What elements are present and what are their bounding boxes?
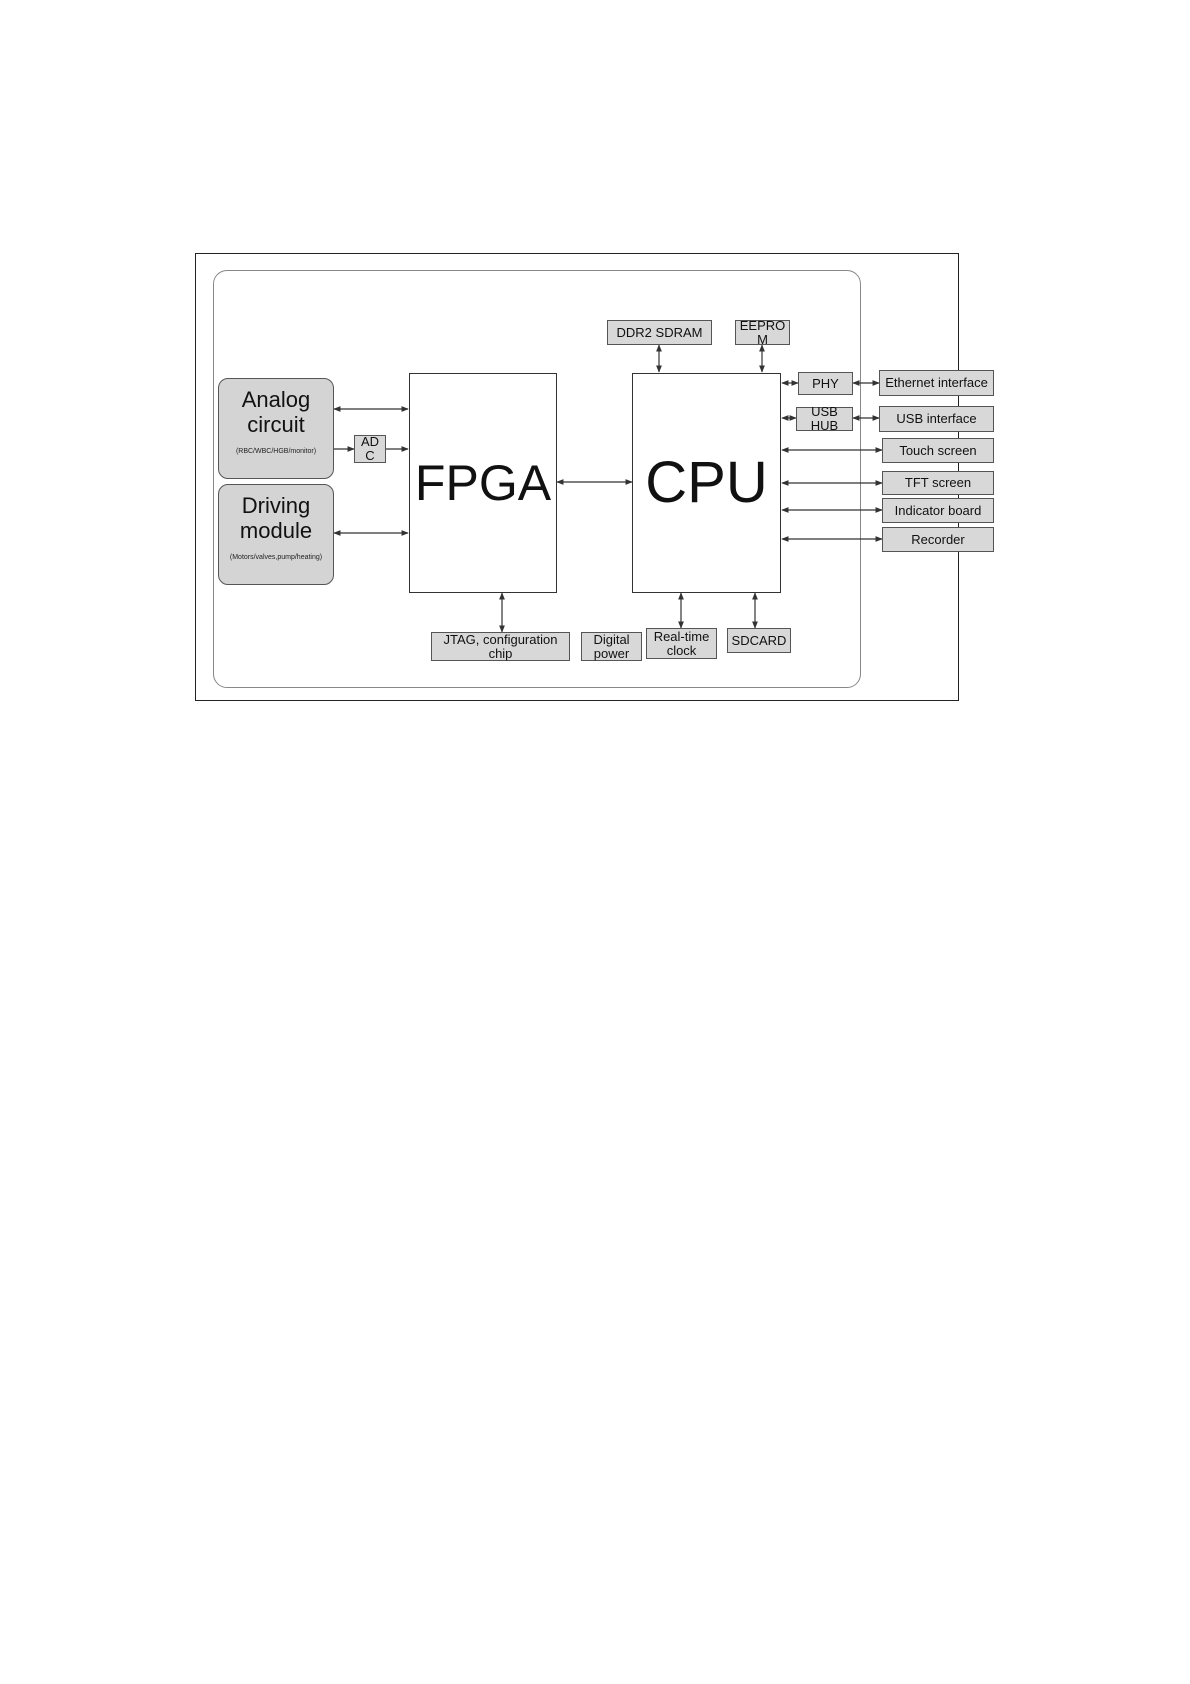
- digital-power-block: Digital power: [581, 632, 642, 661]
- adc-block: AD C: [354, 435, 386, 463]
- recorder-block: Recorder: [882, 527, 994, 552]
- eeprom-block: EEPRO M: [735, 320, 790, 345]
- analog-circuit-title: Analog circuit: [219, 387, 333, 438]
- driving-module: Driving module (Motors/valves,pump/heati…: [218, 484, 334, 585]
- ethernet-interface-block: Ethernet interface: [879, 370, 994, 396]
- driving-module-subtitle: (Motors/valves,pump/heating): [230, 554, 322, 561]
- usb-hub-block: USB HUB: [796, 407, 853, 431]
- ddr2-sdram-block: DDR2 SDRAM: [607, 320, 712, 345]
- real-time-clock-block: Real-time clock: [646, 628, 717, 659]
- driving-module-title: Driving module: [219, 493, 333, 544]
- jtag-configuration-chip-block: JTAG, configuration chip: [431, 632, 570, 661]
- analog-circuit-module: Analog circuit (RBC/WBC/HGB/monitor): [218, 378, 334, 479]
- phy-block: PHY: [798, 372, 853, 395]
- touch-screen-block: Touch screen: [882, 438, 994, 463]
- usb-interface-block: USB interface: [879, 406, 994, 432]
- analog-circuit-subtitle: (RBC/WBC/HGB/monitor): [236, 448, 316, 455]
- tft-screen-block: TFT screen: [882, 471, 994, 495]
- cpu-block: CPU: [632, 373, 781, 593]
- fpga-block: FPGA: [409, 373, 557, 593]
- sdcard-block: SDCARD: [727, 628, 791, 653]
- indicator-board-block: Indicator board: [882, 498, 994, 523]
